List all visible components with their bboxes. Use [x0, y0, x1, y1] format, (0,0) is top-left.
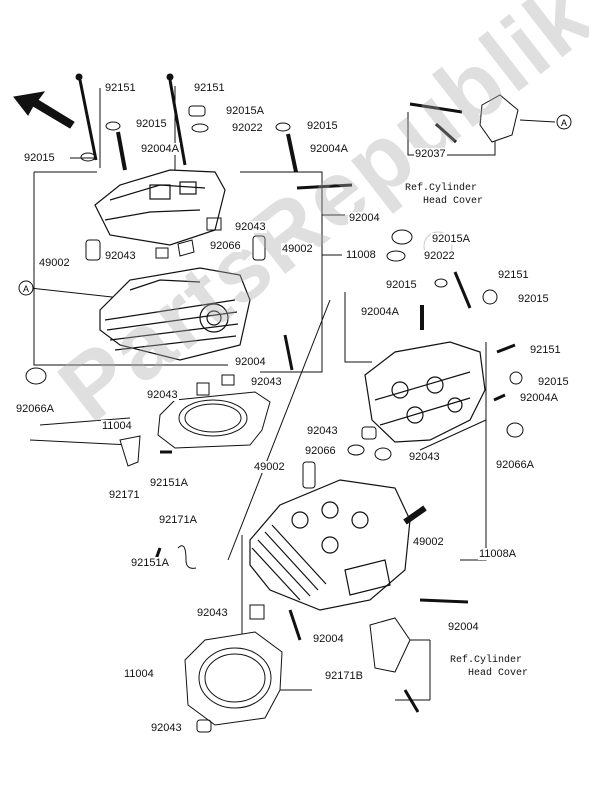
label-92151a: 92151A [130, 557, 170, 569]
label-92043: 92043 [146, 389, 179, 401]
label-92004: 92004 [312, 633, 345, 645]
label-92043: 92043 [250, 376, 283, 388]
label-92043: 92043 [306, 425, 339, 437]
label-92015a: 92015A [225, 105, 265, 117]
gasket-11004-upper [157, 391, 271, 449]
label-11008a: 11008A [478, 548, 518, 560]
label-92043: 92043 [196, 607, 229, 619]
label-92004a: 92004A [309, 143, 349, 155]
label-92015: 92015 [537, 376, 570, 388]
callout-a-right: A [556, 114, 572, 130]
label-92066a: 92066A [15, 403, 55, 415]
label-92004a: 92004A [140, 143, 180, 155]
bolt-92151-left [75, 73, 98, 161]
label-92015: 92015 [135, 118, 168, 130]
front-arrow-icon [13, 91, 75, 129]
cylinder-head-rear [94, 169, 251, 361]
label-92022: 92022 [231, 122, 264, 134]
label-92015: 92015 [385, 279, 418, 291]
label-92004a: 92004A [360, 306, 400, 318]
callout-a-left-text: A [23, 284, 29, 294]
label-92151: 92151 [497, 269, 530, 281]
label-92004: 92004 [348, 212, 381, 224]
label-92151: 92151 [104, 82, 137, 94]
label-92043: 92043 [408, 451, 441, 463]
label-11004: 11004 [123, 668, 155, 680]
label-92151a: 92151A [149, 477, 189, 489]
tensioner-92037 [409, 94, 519, 144]
cylinder-head-front-lower [249, 479, 411, 611]
label-49002: 49002 [412, 536, 445, 548]
label-92043: 92043 [150, 722, 183, 734]
label-92171: 92171 [108, 489, 141, 501]
label-92151: 92151 [529, 344, 562, 356]
label-92015: 92015 [23, 152, 56, 164]
label-49002: 49002 [38, 257, 71, 269]
label-92004a: 92004A [519, 392, 559, 404]
label-92066: 92066 [209, 240, 242, 252]
label-11008: 11008 [345, 249, 377, 261]
label-92015a: 92015A [431, 233, 471, 245]
label-92171a: 92171A [158, 514, 198, 526]
reference-cylinder-head-cover-lower: Ref.Cylinder Head Cover [450, 655, 529, 679]
label-92015: 92015 [306, 120, 339, 132]
label-92022: 92022 [423, 250, 456, 262]
label-11004: 11004 [101, 420, 133, 432]
label-92043: 92043 [234, 221, 267, 233]
label-92004: 92004 [234, 356, 267, 368]
label-49002: 49002 [281, 243, 314, 255]
callout-a-left: A [18, 280, 34, 296]
label-92151: 92151 [193, 82, 226, 94]
label-49002: 49002 [253, 461, 286, 473]
label-92171b: 92171B [324, 670, 364, 682]
bolt-92151-mid [166, 73, 187, 166]
label-92015: 92015 [517, 293, 550, 305]
cylinder-head-front-upper [364, 341, 486, 443]
label-92037: 92037 [414, 148, 447, 160]
label-92043: 92043 [104, 250, 137, 262]
callout-a-right-text: A [561, 118, 567, 128]
gasket-11004-lower [184, 631, 283, 726]
label-92066: 92066 [304, 445, 337, 457]
reference-cylinder-head-cover-upper: Ref.Cylinder Head Cover [405, 183, 484, 207]
label-92004: 92004 [447, 621, 480, 633]
label-92066a: 92066A [495, 459, 535, 471]
